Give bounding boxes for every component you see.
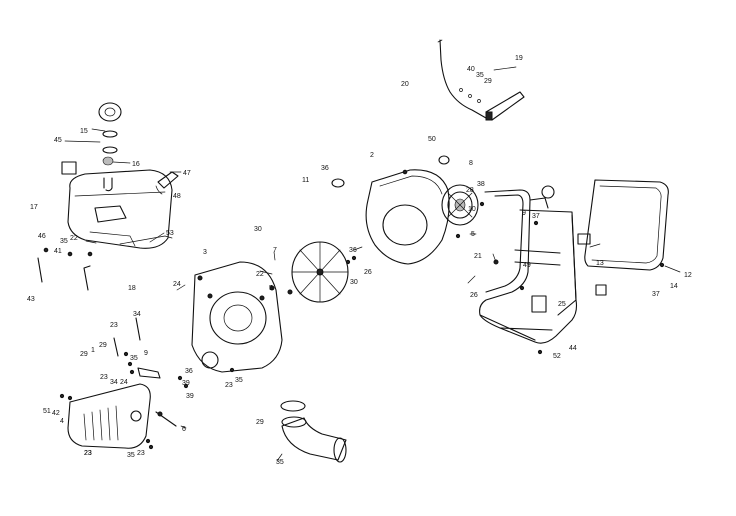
back-pad: [584, 179, 669, 271]
part-label: 35: [476, 72, 484, 79]
part-label: 9: [144, 350, 148, 357]
blower-housing: [191, 261, 283, 373]
part-label: 26: [470, 292, 478, 299]
part-label: 18: [128, 285, 136, 292]
part-label: 2: [370, 152, 374, 159]
muffler-mount-hardware: [113, 317, 183, 381]
part-label: 23: [110, 322, 118, 329]
part-label: 29: [484, 78, 492, 85]
part-label: 36: [185, 368, 193, 375]
part-label: 15: [80, 128, 88, 135]
part-label: 35: [127, 452, 135, 459]
part-label: 39: [182, 380, 190, 387]
part-label: 1: [91, 347, 95, 354]
part-label: 36: [321, 165, 329, 172]
impeller-fan: [291, 241, 349, 303]
part-label: 35: [60, 238, 68, 245]
part-label: 5: [471, 231, 475, 238]
part-label: 26: [364, 269, 372, 276]
part-number-labels: 20 40 35 29 19 45 15 16 47 48 17 46 35 2…: [27, 55, 692, 466]
part-label: 23: [84, 450, 92, 457]
part-label: 25: [558, 301, 566, 308]
part-label: 14: [670, 283, 678, 290]
part-label: 41: [54, 248, 62, 255]
part-label: 30: [254, 226, 262, 233]
part-label: 42: [52, 410, 60, 417]
part-label: 37: [652, 291, 660, 298]
part-label: 24: [120, 379, 128, 386]
part-label: 48: [173, 193, 181, 200]
part-label: 35: [235, 377, 243, 384]
fuel-cap-stack: [98, 102, 122, 192]
fuel-filter: [155, 171, 179, 195]
blower-elbow-tube: [280, 400, 347, 463]
part-label: 46: [38, 233, 46, 240]
part-label: 51: [43, 408, 51, 415]
part-label: 34: [133, 311, 141, 318]
part-label: 35: [276, 459, 284, 466]
part-label: 38: [477, 181, 485, 188]
part-label: 39: [186, 393, 194, 400]
part-label: 35: [130, 355, 138, 362]
part-label: 20: [401, 81, 409, 88]
part-label: 29: [99, 342, 107, 349]
part-label: 7: [273, 247, 277, 254]
part-label: 12: [684, 272, 692, 279]
part-label: 17: [30, 204, 38, 211]
part-label: 9: [522, 210, 526, 217]
part-label: 53: [166, 230, 174, 237]
part-label: 23: [84, 450, 92, 457]
leader-lines: [64, 66, 681, 462]
part-label: 16: [132, 161, 140, 168]
part-label: 50: [428, 136, 436, 143]
part-label: 3: [203, 249, 207, 256]
part-label: 49: [523, 262, 531, 269]
part-label: 37: [532, 213, 540, 220]
part-label: 28: [466, 187, 474, 194]
misc-small-parts: [145, 155, 665, 450]
part-label: 19: [515, 55, 523, 62]
muffler: [59, 383, 151, 449]
part-label: 13: [596, 260, 604, 267]
part-label: 44: [569, 345, 577, 352]
part-label: 5: [269, 285, 273, 292]
part-label: 29: [256, 419, 264, 426]
part-label: 47: [183, 170, 191, 177]
part-label: 23: [137, 450, 145, 457]
part-label: 10: [468, 206, 476, 213]
fan-housing-cover: [365, 169, 450, 265]
part-label: 23: [100, 374, 108, 381]
part-label: 52: [553, 353, 561, 360]
part-label: 8: [469, 160, 473, 167]
part-label: 21: [474, 253, 482, 260]
part-label: 45: [54, 137, 62, 144]
part-label: 4: [60, 418, 64, 425]
mounting-hardware-left: [37, 247, 93, 291]
part-label: 6: [182, 426, 186, 433]
part-label: 22: [70, 235, 78, 242]
part-label: 34: [110, 379, 118, 386]
tank-decal: [61, 161, 77, 175]
fuel-tank: [67, 169, 173, 249]
part-label: 36: [349, 247, 357, 254]
part-label: 40: [467, 66, 475, 73]
part-label: 43: [27, 296, 35, 303]
part-label: 29: [80, 351, 88, 358]
recoil-starter: [441, 184, 479, 226]
part-label: 23: [225, 382, 233, 389]
part-label: 24: [173, 281, 181, 288]
throttle-cable-assembly: [437, 39, 525, 121]
backpack-frame: [479, 185, 607, 344]
part-label: 22: [256, 271, 264, 278]
part-label: 11: [302, 177, 309, 184]
part-label: 30: [350, 279, 358, 286]
